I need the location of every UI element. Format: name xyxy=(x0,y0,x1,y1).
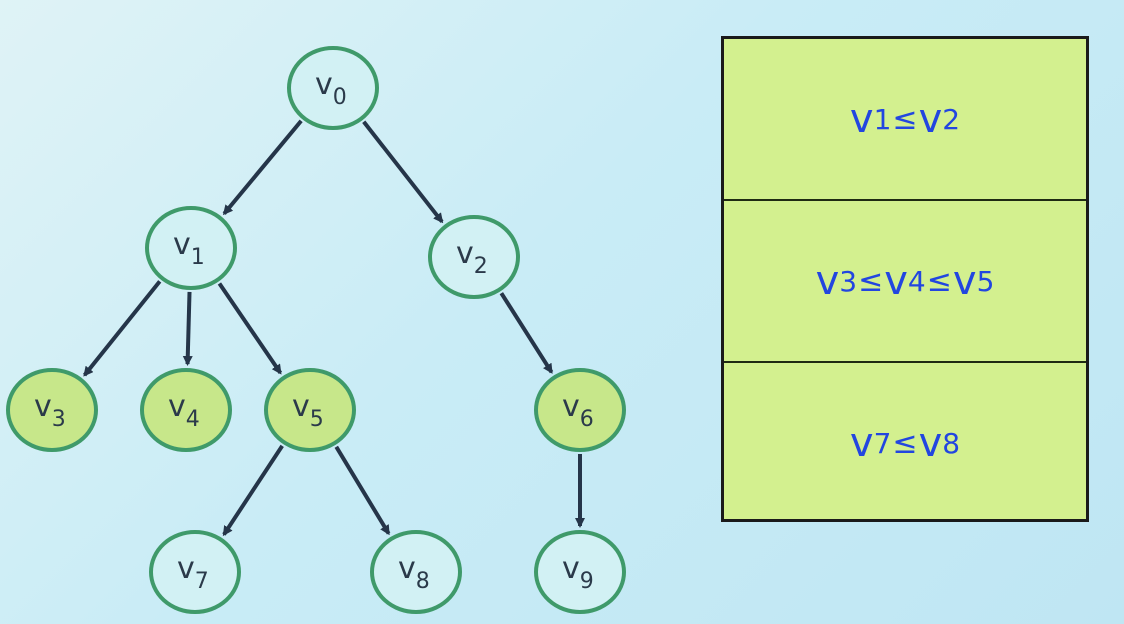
edge-v0-v2 xyxy=(362,120,444,224)
constraint-var: v xyxy=(918,96,943,142)
node-label: v0 xyxy=(315,67,347,110)
edge-v5-v7 xyxy=(222,444,284,537)
node-letter: v xyxy=(34,389,52,424)
node-label: v9 xyxy=(562,551,594,594)
node-v9: v9 xyxy=(534,530,626,614)
node-circle xyxy=(149,530,241,614)
edges-layer xyxy=(82,119,585,537)
constraint-subscript: 8 xyxy=(942,426,961,460)
node-v2: v2 xyxy=(428,215,520,299)
node-subscript: 4 xyxy=(186,407,200,432)
leq-symbol: ≤ xyxy=(892,101,918,137)
node-subscript: 3 xyxy=(52,407,66,432)
node-letter: v xyxy=(292,389,310,424)
constraint-subscript: 3 xyxy=(839,264,858,298)
node-circle xyxy=(428,215,520,299)
node-v7: v7 xyxy=(149,530,241,614)
constraint-subscript: 2 xyxy=(942,102,961,136)
edge-v1-v5 xyxy=(217,282,283,375)
edge-v1-v3 xyxy=(82,280,162,377)
node-subscript: 6 xyxy=(580,407,594,432)
node-letter: v xyxy=(315,67,333,102)
node-label: v5 xyxy=(292,389,324,432)
node-subscript: 9 xyxy=(580,569,594,594)
node-v8: v8 xyxy=(370,530,462,614)
node-v1: v1 xyxy=(145,206,237,290)
node-letter: v xyxy=(177,551,195,586)
node-label: v2 xyxy=(456,236,488,279)
constraint-subscript: 1 xyxy=(873,102,892,136)
node-circle xyxy=(145,206,237,290)
node-label: v7 xyxy=(177,551,209,594)
node-subscript: 7 xyxy=(195,569,209,594)
constraint-var: v xyxy=(952,258,977,304)
constraint-var: v xyxy=(849,420,874,466)
node-v5: v5 xyxy=(264,368,356,452)
node-letter: v xyxy=(562,389,580,424)
edge-v1-v4 xyxy=(182,291,193,367)
node-v3: v3 xyxy=(6,368,98,452)
constraint-var: v xyxy=(815,258,840,304)
node-circle xyxy=(140,368,232,452)
edge-v2-v6 xyxy=(499,292,554,374)
leq-symbol: ≤ xyxy=(858,263,884,299)
node-circle xyxy=(534,368,626,452)
constraint-var: v xyxy=(849,96,874,142)
node-letter: v xyxy=(398,551,416,586)
node-label: v6 xyxy=(562,389,594,432)
node-letter: v xyxy=(562,551,580,586)
node-subscript: 8 xyxy=(416,569,430,594)
node-label: v8 xyxy=(398,551,430,594)
node-circle xyxy=(264,368,356,452)
node-letter: v xyxy=(173,227,191,262)
edge-v0-v1 xyxy=(222,119,303,216)
node-label: v4 xyxy=(168,389,200,432)
constraint-var: v xyxy=(884,258,908,304)
constraint-var: v xyxy=(918,420,943,466)
node-subscript: 2 xyxy=(474,254,488,279)
node-circle xyxy=(6,368,98,452)
constraint-subscript: 4 xyxy=(907,264,926,298)
constraint-subscript: 5 xyxy=(976,264,995,298)
node-v0: v0 xyxy=(287,46,379,130)
node-letter: v xyxy=(168,389,186,424)
edge-v5-v8 xyxy=(334,445,391,536)
node-subscript: 1 xyxy=(191,245,205,270)
leq-symbol: ≤ xyxy=(926,263,952,299)
node-circle xyxy=(287,46,379,130)
constraint-subscript: 7 xyxy=(873,426,892,460)
node-label: v3 xyxy=(34,389,66,432)
leq-symbol: ≤ xyxy=(892,425,918,461)
node-v4: v4 xyxy=(140,368,232,452)
node-circle xyxy=(534,530,626,614)
node-subscript: 0 xyxy=(333,85,347,110)
node-v6: v6 xyxy=(534,368,626,452)
node-subscript: 5 xyxy=(310,407,324,432)
node-label: v1 xyxy=(173,227,205,270)
node-circle xyxy=(370,530,462,614)
node-letter: v xyxy=(456,236,474,271)
